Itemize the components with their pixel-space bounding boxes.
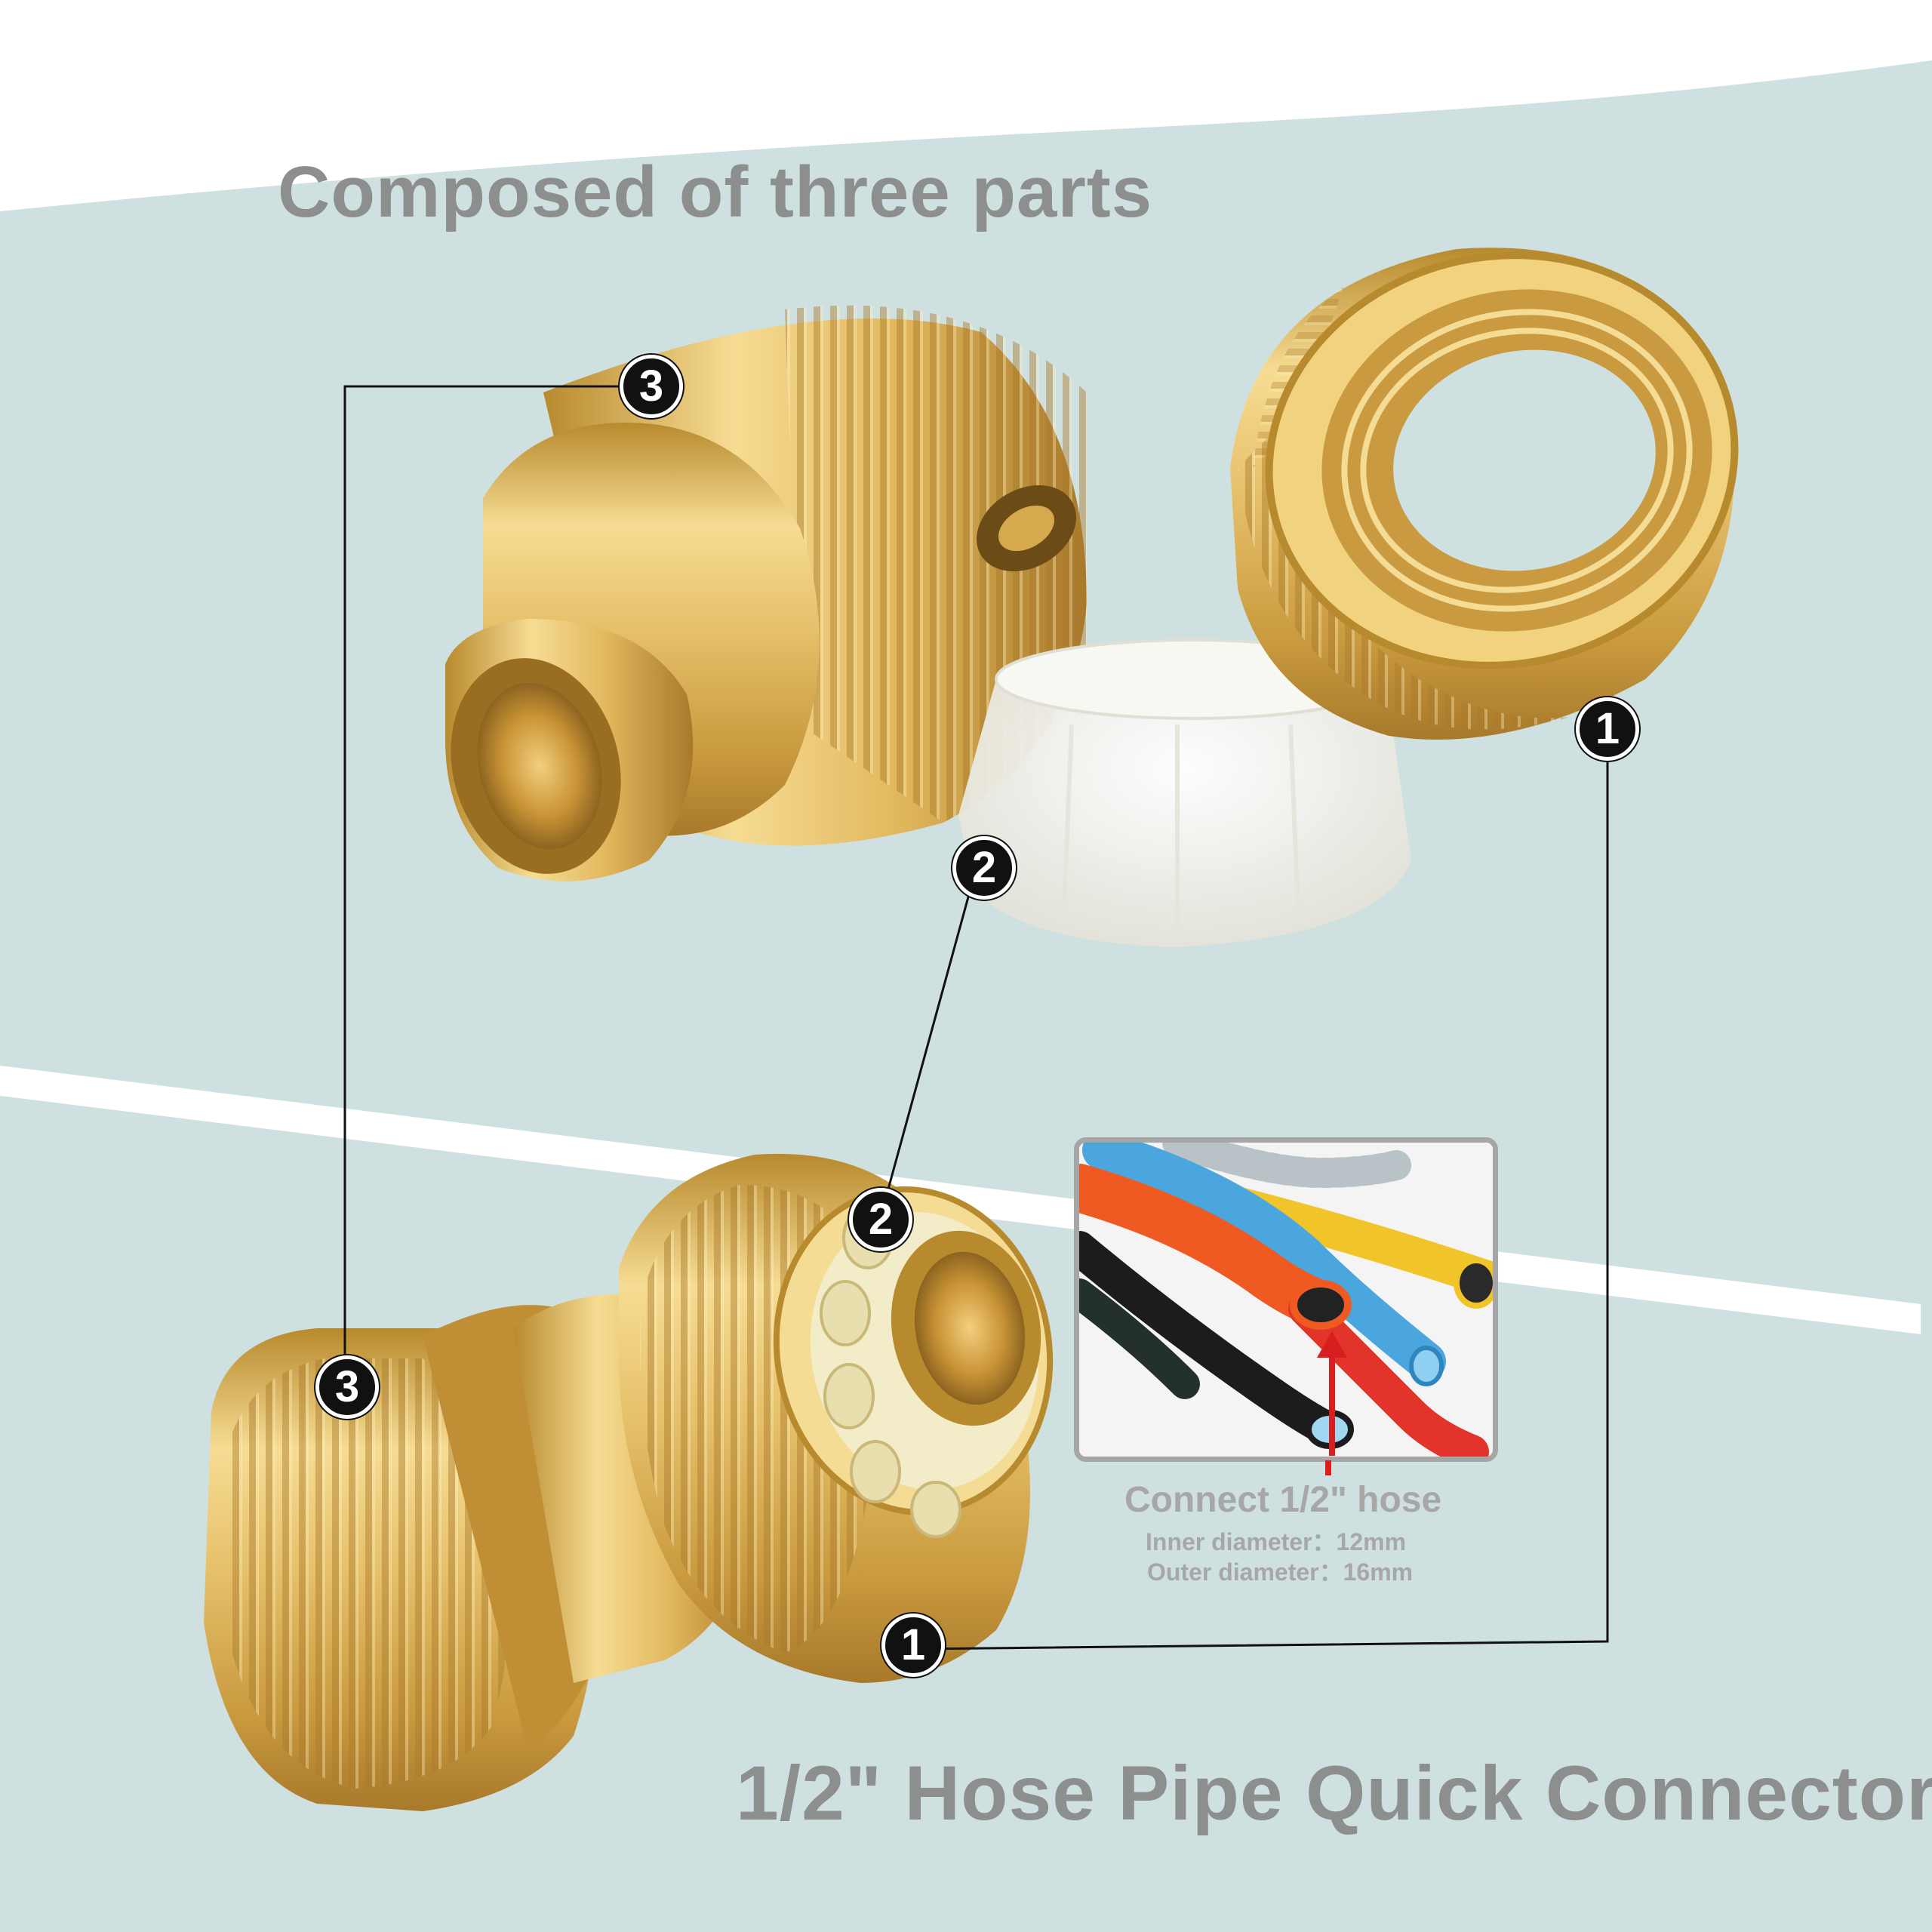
line-part-3 — [343, 385, 652, 1386]
badge-2-bottom: 2 — [849, 1188, 912, 1251]
line-part-1 — [912, 729, 1609, 1651]
hose-spec-inner-diameter: Inner diameter：12mm — [1146, 1528, 1407, 1555]
pointer-arrow — [1317, 1331, 1347, 1456]
badge-3-top: 3 — [620, 355, 683, 418]
line-part-2 — [884, 894, 971, 1201]
badge-1-top: 1 — [1576, 697, 1639, 761]
badge-1-bottom: 1 — [881, 1614, 945, 1677]
headline: Composed of three parts — [278, 152, 1153, 232]
assembled-connector — [204, 1153, 1054, 1811]
callout-lines — [343, 385, 1609, 1651]
badge-2-top: 2 — [952, 836, 1016, 900]
hose-inset-photo — [1074, 1137, 1498, 1462]
hose-spec-outer-diameter: Outer diameter：16mm — [1147, 1558, 1414, 1586]
arrow-tail — [1325, 1460, 1331, 1475]
top-white-sweep — [0, 0, 1932, 211]
badge-3-bottom: 3 — [315, 1355, 379, 1419]
top-threaded-nut — [1230, 248, 1739, 740]
hose-illustration — [1079, 1143, 1493, 1457]
product-name: 1/2" Hose Pipe Quick Connector — [736, 1750, 1932, 1836]
hose-spec-title: Connect 1/2" hose — [1124, 1480, 1442, 1520]
